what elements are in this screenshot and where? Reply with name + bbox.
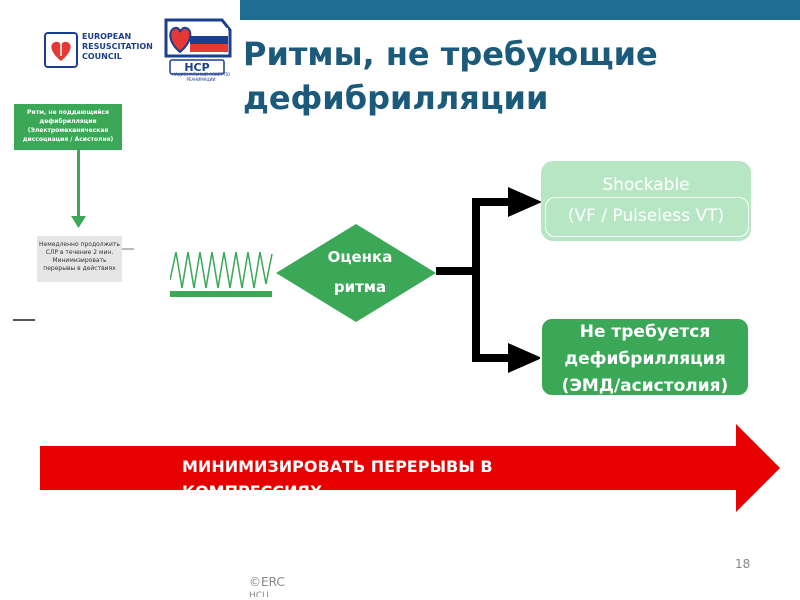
left-green-line-3: (Электромеханическая <box>27 127 109 134</box>
left-gray-line-3: Минимизировать <box>52 257 107 264</box>
noshock-line-1: Не требуется <box>579 322 711 342</box>
erc-line-2: RESUSCITATION <box>82 42 153 51</box>
upper-shaft <box>472 198 512 206</box>
left-green-line-4: диссоциация / Асистолия) <box>22 136 114 143</box>
lower-shaft <box>472 354 512 362</box>
diamond-line-1: Оценка <box>327 248 393 266</box>
ecg-rhythm-icon <box>170 251 273 297</box>
banner-text: МИНИМИЗИРОВАТЬ ПЕРЕРЫВЫ В КОМПРЕССИЯХ <box>182 454 602 494</box>
left-gray-line-4: перерывы в действиях <box>43 265 116 272</box>
erc-heart-logo-icon <box>44 32 78 68</box>
minimize-interruptions-arrow <box>40 424 780 512</box>
footer-line-2: НСЦ <box>249 591 270 597</box>
diamond-line-2: ритма <box>333 278 387 296</box>
lower-arrow-head-icon <box>508 343 542 373</box>
shockable-line-2: (VF / Pulseless VT) <box>567 206 725 226</box>
title-line-2: дефибрилляции <box>243 79 549 117</box>
page-number: 18 <box>735 557 751 571</box>
ncr-letters: НСР <box>184 61 209 74</box>
dash-mark <box>13 319 35 321</box>
banner-line-2: КОМПРЕССИЯХ <box>182 482 323 494</box>
noshock-line-3: (ЭМД/асистолия) <box>561 376 729 396</box>
erc-logo-text: EUROPEAN RESUSCITATION COUNCIL <box>82 32 153 62</box>
left-arrow-shaft <box>77 150 80 220</box>
footer-line-1: ©ERC <box>249 575 285 589</box>
branch-arrows <box>436 187 542 373</box>
footer-copyright: ©ERC НСЦ <box>249 575 285 597</box>
diamond-label: Оценка ритма <box>305 242 415 302</box>
left-green-line-2: дефибрилляции <box>39 118 97 125</box>
shockable-box: Shockable (VF / Pulseless VT) <box>541 161 751 241</box>
gray-dash <box>122 248 134 250</box>
banner-line-1: МИНИМИЗИРОВАТЬ ПЕРЕРЫВЫ В <box>182 457 493 476</box>
no-defibrillation-box: Не требуется дефибрилляция (ЭМД/асистоли… <box>540 317 750 397</box>
left-green-line-1: Ритм, не поддающийся <box>27 109 109 116</box>
ncr-logo-icon: НСР <box>164 18 232 75</box>
left-gray-line-1: Немедленно продолжить <box>39 241 120 248</box>
shockable-line-1: Shockable <box>602 175 690 195</box>
down-arrow-icon <box>71 216 86 228</box>
branch-stem <box>436 267 478 275</box>
top-accent-bar <box>240 0 800 20</box>
erc-line-1: EUROPEAN <box>82 32 132 41</box>
erc-line-3: COUNCIL <box>82 52 122 61</box>
upper-arrow-head-icon <box>508 187 542 217</box>
continue-cpr-box: Немедленно продолжить СЛР в течение 2 ми… <box>37 236 122 282</box>
noshock-line-2: дефибрилляция <box>564 349 726 369</box>
left-gray-line-2: СЛР в течение 2 мин. <box>45 249 114 256</box>
ncr-caption: НАЦИОНАЛЬНЫЙ СОВЕТ ПО РЕАНИМАЦИИ <box>171 72 231 82</box>
non-shockable-rhythm-box: Ритм, не поддающийся дефибрилляции (Элек… <box>14 104 122 150</box>
branch-vertical <box>472 200 480 360</box>
shockable-inner-outline <box>545 197 749 237</box>
slide-title: Ритмы, не требующие дефибрилляции <box>243 32 763 120</box>
rhythm-assessment-diamond <box>276 224 436 322</box>
title-line-1: Ритмы, не требующие <box>243 35 658 73</box>
